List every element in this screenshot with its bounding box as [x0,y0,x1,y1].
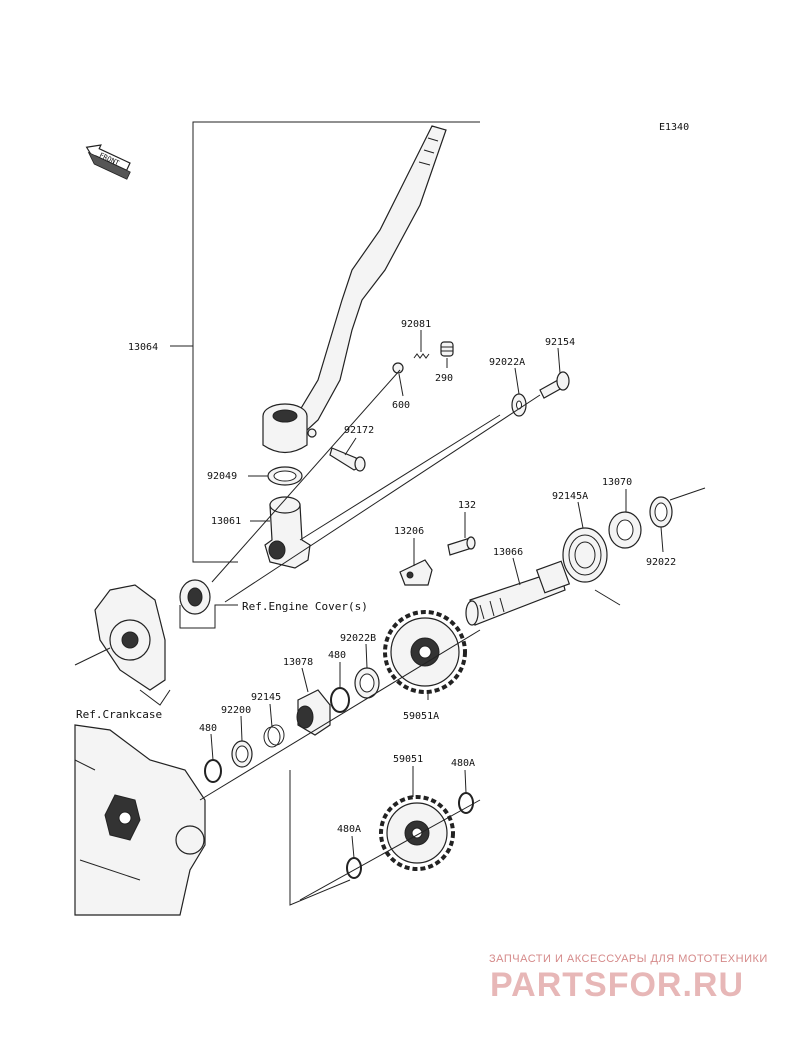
label-480-lower: 480 [199,723,217,734]
diagram-code: E1340 [659,122,689,133]
leader-lines [210,330,664,859]
label-13078: 13078 [283,657,313,668]
label-290: 290 [435,373,453,384]
gear-59051 [379,795,455,871]
label-13061: 13061 [211,516,241,527]
spring-92081 [413,353,430,359]
kick-shaft-boss-13061 [264,496,311,569]
oil-seal-92049 [267,466,303,486]
bolt-92154 [539,371,570,399]
ratchet-13078 [296,689,331,736]
gear-59051A [383,610,467,694]
label-480-upper: 480 [328,650,346,661]
kick-pedal-lever [262,125,447,454]
label-59051: 59051 [393,754,423,765]
washer-92022B [354,667,380,699]
label-92145: 92145 [251,692,281,703]
plug-290 [440,341,454,357]
washer-92200 [231,740,253,768]
label-13064: 13064 [128,342,158,353]
watermark-line1: ЗАПЧАСТИ И АКСЕССУАРЫ ДЛЯ МОТОТЕХНИКИ [489,953,768,965]
guide-13206 [399,559,433,586]
label-92154: 92154 [545,337,575,348]
label-92172: 92172 [344,425,374,436]
ref-crankcase: Ref.Crankcase [76,708,162,721]
part-labels: 13064 92081 92154 92022A 290 600 92172 9… [128,319,676,835]
label-92081: 92081 [401,319,431,330]
label-480A-left: 480A [337,824,361,835]
assembly-bracket [170,121,480,906]
label-480A-right: 480A [451,758,475,769]
label-13066: 13066 [493,547,523,558]
spring-92145 [263,724,285,748]
label-92022B: 92022B [340,633,376,644]
ref-engine-cover: Ref.Engine Cover(s) [242,600,368,613]
label-92049: 92049 [207,471,237,482]
label-132: 132 [458,500,476,511]
label-92022: 92022 [646,557,676,568]
spring-92145A [562,527,621,606]
kick-shaft-13066 [465,560,571,626]
front-arrow-icon: FRONT [85,144,131,180]
circlip-480-upper [330,687,350,713]
oil-seal-ring [179,579,211,615]
label-92145A: 92145A [552,491,588,502]
label-13206: 13206 [394,526,424,537]
watermark: ЗАПЧАСТИ И АКСЕССУАРЫ ДЛЯ МОТОТЕХНИКИ PA… [489,953,768,1004]
washer-92022A [511,393,527,417]
label-13070: 13070 [602,477,632,488]
watermark-logo: PARTSFOR.RU [490,966,744,1004]
collar-13070 [608,511,642,549]
circlip-480A-left [346,857,362,879]
bolt-132 [447,536,476,556]
crankcase [74,724,206,916]
circlip-480-lower [204,759,222,783]
label-59051A: 59051A [403,711,439,722]
label-92200: 92200 [221,705,251,716]
ball-600 [392,362,404,374]
label-600: 600 [392,400,410,411]
label-92022A: 92022A [489,357,525,368]
washer-92022 [649,496,673,528]
bolt-92172 [329,447,366,472]
engine-cover [74,584,171,706]
